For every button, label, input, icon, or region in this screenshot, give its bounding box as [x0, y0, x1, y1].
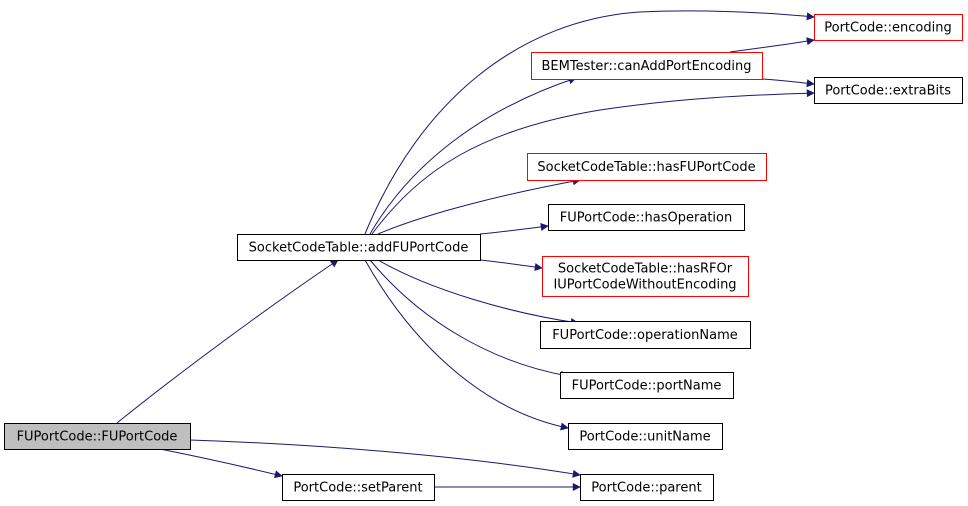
node-box: [814, 77, 963, 104]
node-label: FUPortCode::operationName: [552, 328, 738, 343]
node-portcode-unitname[interactable]: PortCode::unitName: [568, 423, 723, 450]
edges-layer: [116, 10, 815, 491]
node-box: [282, 474, 435, 501]
node-box: [540, 321, 751, 349]
node-label-line: FUPortCode::portName: [572, 379, 722, 394]
node-fuportcode-operationname[interactable]: FUPortCode::operationName: [540, 321, 751, 349]
node-fuportcode-fuportcode[interactable]: FUPortCode::FUPortCode: [4, 423, 191, 450]
node-label-line: FUPortCode::operationName: [552, 328, 738, 343]
node-fuportcode-hasoperation[interactable]: FUPortCode::hasOperation: [548, 204, 745, 231]
node-label-line: SocketCodeTable::hasFUPortCode: [537, 160, 755, 175]
node-label: SocketCodeTable::addFUPortCode: [249, 241, 469, 256]
node-box: [527, 153, 767, 181]
node-label-line: SocketCodeTable::addFUPortCode: [249, 241, 469, 256]
edge-addfuportcode-to-hasfuportcode: [377, 177, 581, 235]
node-box: [814, 14, 963, 41]
node-box: [568, 423, 723, 450]
edge-addfuportcode-to-canaddportencoding: [369, 76, 577, 235]
node-label: BEMTester::canAddPortEncoding: [541, 59, 751, 74]
node-bemtester-canaddportencoding[interactable]: BEMTester::canAddPortEncoding: [531, 52, 763, 80]
node-label-line: FUPortCode::hasOperation: [560, 211, 732, 226]
edge-canaddportencoding-to-extrabits: [761, 78, 815, 88]
edge-fuportcode-to-parent: [189, 439, 581, 478]
node-label: PortCode::unitName: [579, 430, 710, 445]
edge-addfuportcode-to-unitname: [364, 259, 569, 431]
node-label-line: PortCode::unitName: [579, 430, 710, 445]
node-label: FUPortCode::hasOperation: [560, 211, 732, 226]
node-label-line: IUPortCodeWithoutEncoding: [553, 278, 736, 293]
node-label: PortCode::parent: [591, 481, 701, 496]
edge-addfuportcode-to-portname: [369, 259, 569, 379]
node-socketcodetable-hasfuportcode[interactable]: SocketCodeTable::hasFUPortCode: [527, 153, 767, 181]
node-label-line: PortCode::parent: [591, 481, 701, 496]
node-label-line: SocketCodeTable::hasRFOr: [558, 262, 733, 277]
node-portcode-extrabits[interactable]: PortCode::extraBits: [814, 77, 963, 104]
node-portcode-setparent[interactable]: PortCode::setParent: [282, 474, 435, 501]
node-label: PortCode::setParent: [293, 481, 422, 496]
node-portcode-parent[interactable]: PortCode::parent: [580, 474, 714, 501]
edge-fuportcode-to-addfuportcode: [116, 259, 339, 424]
node-label-line: PortCode::extraBits: [825, 84, 951, 99]
node-socketcodetable-addfuportcode[interactable]: SocketCodeTable::addFUPortCode: [237, 234, 481, 261]
edge-addfuportcode-to-hasoperation: [479, 222, 549, 235]
node-box: [580, 474, 714, 501]
edge-addfuportcode-to-operationname: [377, 259, 579, 326]
node-box: [237, 234, 481, 261]
node-label: PortCode::extraBits: [825, 84, 951, 99]
node-portcode-encoding[interactable]: PortCode::encoding: [814, 14, 963, 41]
node-label: FUPortCode::FUPortCode: [17, 430, 178, 445]
nodes-layer: FUPortCode::FUPortCode SocketCodeTable::…: [4, 14, 963, 501]
node-label-line: FUPortCode::FUPortCode: [17, 430, 178, 445]
edge-canaddportencoding-to-encoding: [729, 37, 815, 53]
node-label-line: PortCode::setParent: [293, 481, 422, 496]
node-label: PortCode::encoding: [824, 21, 952, 36]
node-label: FUPortCode::portName: [572, 379, 722, 394]
edge-addfuportcode-to-encoding: [364, 10, 815, 235]
edge-fuportcode-to-setparent: [159, 448, 283, 479]
node-box: [548, 204, 745, 231]
node-label-line: BEMTester::canAddPortEncoding: [541, 59, 751, 74]
edge-addfuportcode-to-hasrforiuportcode: [479, 259, 543, 271]
node-label-line: PortCode::encoding: [824, 21, 952, 36]
node-box: [531, 52, 763, 80]
node-box: [4, 423, 191, 450]
node-box: [560, 372, 734, 399]
node-fuportcode-portname[interactable]: FUPortCode::portName: [560, 372, 734, 399]
node-label: SocketCodeTable::hasFUPortCode: [537, 160, 755, 175]
edge-addfuportcode-to-extrabits: [371, 89, 815, 235]
node-box: [542, 256, 749, 297]
